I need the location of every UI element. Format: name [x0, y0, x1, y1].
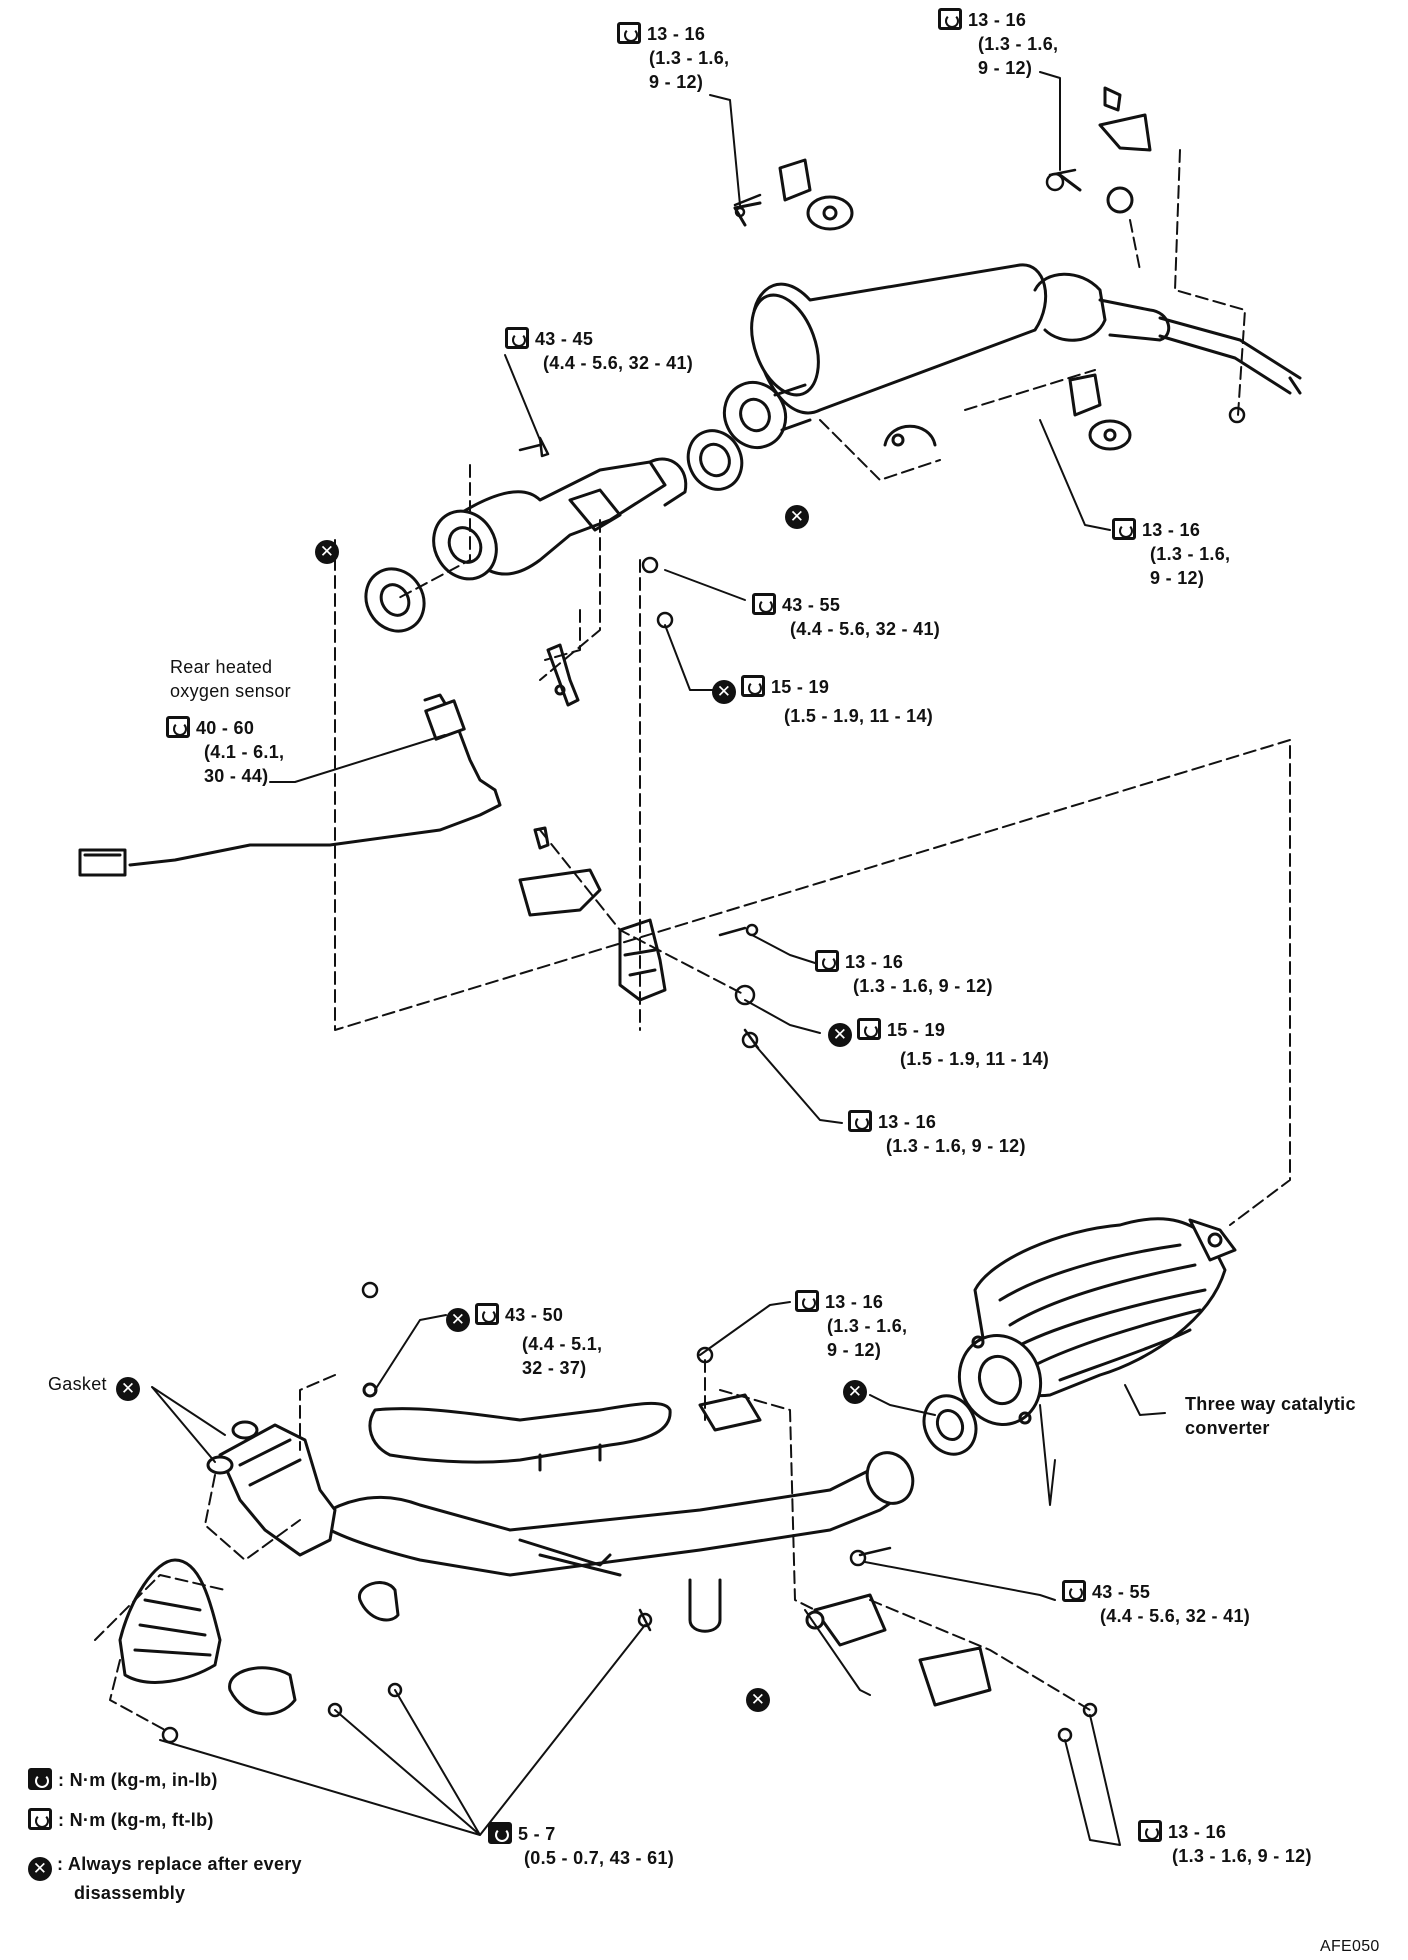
always-replace-icon: ✕	[712, 680, 736, 704]
torque-callout-upper-right: 13 - 16 (1.3 - 1.6, 9 - 12)	[938, 8, 1058, 80]
oxygen-sensor-label: Rear heated oxygen sensor	[170, 657, 291, 701]
front-exhaust-pipe	[328, 1451, 915, 1577]
torque-callout-self-lock-nut: ✕15 - 19 (1.5 - 1.9, 11 - 14)	[712, 675, 933, 728]
torque-wrench-inlb-icon	[28, 1768, 52, 1790]
torque-wrench-icon	[166, 716, 190, 738]
torque-callout-small-bolts: 5 - 7 (0.5 - 0.7, 43 - 61)	[488, 1822, 674, 1870]
catalytic-converter-label: Three way catalytic converter	[1185, 1394, 1356, 1438]
torque-callout-center-pipe-bolt: 43 - 45 (4.4 - 5.6, 32 - 41)	[505, 327, 693, 375]
always-replace-icon: ✕	[28, 1857, 52, 1881]
replace-marker-catalyst-gasket: ✕	[843, 1375, 872, 1404]
dashed-connections	[94, 149, 1291, 1731]
torque-callout-rear-bracket-bolts: 13 - 16 (1.3 - 1.6, 9 - 12)	[1138, 1820, 1312, 1868]
upper-right-hanger	[1058, 86, 1152, 214]
gasket-left-upper	[364, 567, 426, 633]
middle-bolts	[718, 923, 760, 1050]
always-replace-icon: ✕	[843, 1380, 867, 1404]
torque-wrench-icon	[938, 8, 962, 30]
muffler-clamp	[883, 424, 937, 447]
oxygen-sensor	[78, 693, 502, 877]
torque-callout-oxygen-sensor: 40 - 60 (4.1 - 6.1, 30 - 44)	[166, 716, 284, 788]
torque-wrench-icon	[848, 1110, 872, 1132]
exhaust-manifold-cover	[118, 1558, 222, 1684]
always-replace-icon: ✕	[828, 1023, 852, 1047]
torque-wrench-icon	[617, 22, 641, 44]
legend-nm-inlb: : N·m (kg-m, in-lb)	[28, 1768, 218, 1792]
torque-callout-catalyst-bolt: 43 - 55 (4.4 - 5.6, 32 - 41)	[1062, 1580, 1250, 1628]
replace-marker-muffler-gasket: ✕	[785, 500, 814, 529]
torque-callout-upper-bracket: 13 - 16 (1.3 - 1.6, 9 - 12)	[617, 22, 729, 94]
always-replace-icon: ✕	[446, 1308, 470, 1332]
front-gasket-upper	[686, 429, 744, 491]
replace-marker-lower-nut: ✕	[746, 1683, 775, 1712]
torque-wrench-icon	[795, 1290, 819, 1312]
torque-callout-center-nut: 43 - 55 (4.4 - 5.6, 32 - 41)	[752, 593, 940, 641]
always-replace-icon: ✕	[315, 540, 339, 564]
torque-callout-middle-lower-bolt: 13 - 16 (1.3 - 1.6, 9 - 12)	[848, 1110, 1026, 1158]
always-replace-icon: ✕	[116, 1377, 141, 1401]
torque-wrench-icon	[741, 675, 765, 697]
catalytic-converter	[973, 1217, 1237, 1398]
rear-hanger-bracket	[1068, 373, 1132, 451]
catalyst-front-flange	[957, 1334, 1043, 1426]
torque-wrench-icon	[475, 1303, 499, 1325]
torque-wrench-icon	[1138, 1820, 1162, 1842]
torque-callout-middle-nut: ✕15 - 19 (1.5 - 1.9, 11 - 14)	[828, 1018, 1049, 1071]
muffler-flange-pipe	[722, 381, 812, 449]
replace-marker-gasket-upper: ✕	[315, 535, 344, 564]
torque-callout-front-pipe-hanger: 13 - 16 (1.3 - 1.6, 9 - 12)	[795, 1290, 907, 1362]
torque-callout-rear-hanger: 13 - 16 (1.3 - 1.6, 9 - 12)	[1112, 518, 1230, 590]
torque-wrench-inlb-icon	[488, 1822, 512, 1844]
torque-callout-middle-bracket-bolt: 13 - 16 (1.3 - 1.6, 9 - 12)	[815, 950, 993, 998]
gasket-label: Gasket ✕	[48, 1372, 145, 1401]
heat-shield-lower	[368, 1401, 672, 1472]
middle-hanger-a	[546, 643, 580, 707]
torque-wrench-icon	[505, 327, 529, 349]
legend-always-replace: ✕: Always replace after every disassembl…	[28, 1852, 302, 1905]
figure-reference: AFE050	[1320, 1938, 1380, 1955]
always-replace-icon: ✕	[785, 505, 809, 529]
torque-callout-manifold-nut: ✕43 - 50 (4.4 - 5.1, 32 - 37)	[446, 1303, 602, 1380]
hanger-clamps-lower	[228, 1578, 722, 1716]
torque-wrench-icon	[857, 1018, 881, 1040]
center-pipe-assembly	[432, 457, 688, 581]
front-flange-manifold	[206, 1382, 378, 1557]
legend-nm-ftlb: : N·m (kg-m, ft-lb)	[28, 1808, 214, 1832]
upper-hanger-bracket	[733, 158, 854, 231]
torque-wrench-icon	[28, 1808, 52, 1830]
torque-wrench-icon	[752, 593, 776, 615]
middle-hanger-b	[518, 826, 602, 917]
catalyst-gasket	[922, 1394, 978, 1456]
leader-lines	[151, 71, 1166, 1846]
torque-wrench-icon	[1062, 1580, 1086, 1602]
torque-wrench-icon	[815, 950, 839, 972]
always-replace-icon: ✕	[746, 1688, 770, 1712]
torque-wrench-icon	[1112, 518, 1136, 540]
lower-brackets	[698, 1393, 992, 1707]
lower-bolts	[161, 1281, 1098, 1744]
main-muffler	[750, 263, 1302, 415]
